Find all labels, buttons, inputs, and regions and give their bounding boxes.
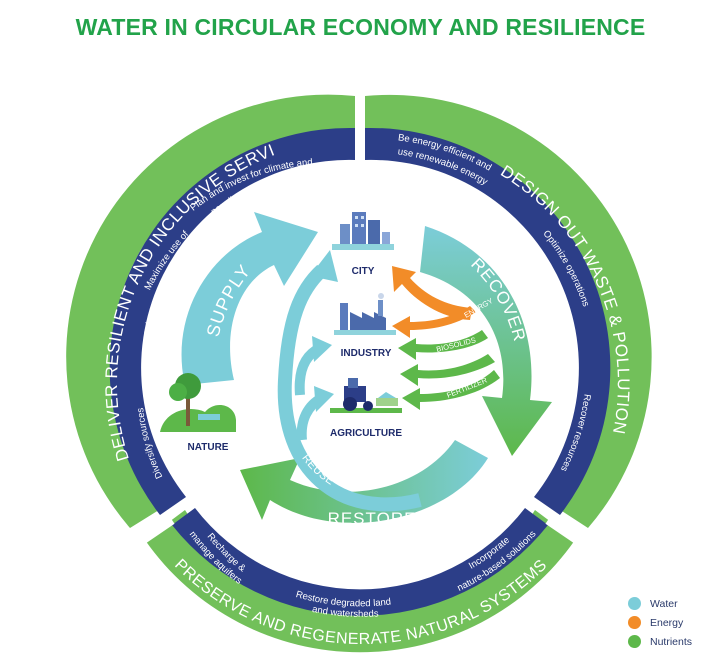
restore-label: RESTORE bbox=[328, 509, 417, 528]
industry-icon bbox=[334, 293, 396, 335]
recover-arrow bbox=[420, 226, 552, 456]
inner-ring-right-segment bbox=[365, 127, 611, 515]
nutrients-arrow-mid bbox=[400, 354, 495, 386]
energy-color-swatch bbox=[628, 616, 641, 629]
legend-item-nutrients: Nutrients bbox=[628, 632, 718, 651]
energy-arrow-to-city bbox=[392, 266, 472, 320]
legend-label-energy: Energy bbox=[650, 616, 684, 629]
restore-arrow bbox=[240, 440, 488, 523]
biosolids-arrow bbox=[398, 330, 488, 360]
reuse-arrowhead-agriculture bbox=[314, 386, 334, 412]
legend: Water Energy Nutrients bbox=[628, 594, 718, 651]
node-label-agriculture: AGRICULTURE bbox=[330, 428, 402, 439]
reuse-arrowhead-city bbox=[310, 250, 338, 282]
tractor-icon bbox=[330, 378, 402, 413]
energy-arrow-to-industry bbox=[392, 306, 476, 338]
inner-ring-left-segment bbox=[109, 127, 355, 516]
fertilizer-arrow bbox=[402, 370, 500, 410]
reuse-arrowhead-industry bbox=[312, 336, 332, 362]
water-color-swatch bbox=[628, 597, 641, 610]
city-icon bbox=[332, 212, 394, 250]
outer-ring-bottom-segment bbox=[145, 510, 575, 653]
node-label-nature: NATURE bbox=[188, 442, 229, 453]
nature-icon bbox=[160, 373, 236, 432]
reuse-arrow bbox=[277, 264, 422, 512]
legend-label-water: Water bbox=[650, 597, 678, 610]
legend-item-water: Water bbox=[628, 594, 718, 613]
legend-label-nutrients: Nutrients bbox=[650, 635, 693, 648]
inner-ring-bottom-segment bbox=[172, 508, 548, 616]
legend-item-energy: Energy bbox=[628, 613, 718, 632]
supply-arrow bbox=[181, 212, 318, 385]
node-label-city: CITY bbox=[352, 266, 375, 277]
nutrients-color-swatch bbox=[628, 635, 641, 648]
page-title: WATER IN CIRCULAR ECONOMY AND RESILIENCE bbox=[75, 14, 646, 40]
outer-ring-left-segment bbox=[66, 94, 355, 528]
outer-ring-right-segment bbox=[365, 94, 652, 528]
node-label-industry: INDUSTRY bbox=[341, 348, 392, 359]
